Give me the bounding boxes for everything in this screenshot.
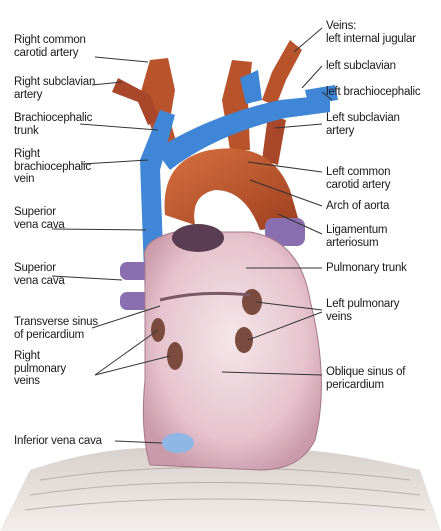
label-right-pulmonary-veins: Right pulmonary veins	[14, 350, 66, 388]
label-transverse-sinus-of-pericardium: Transverse sinus of pericardium	[14, 316, 98, 341]
label-superior-vena-cava-upper: Superior vena cava	[14, 206, 65, 231]
label-left-pulmonary-veins: Left pulmonary veins	[326, 298, 399, 323]
label-left-common-carotid-artery: Left common carotid artery	[326, 166, 390, 191]
label-right-brachiocephalic-vein: Right brachiocephalic vein	[14, 148, 91, 186]
arch-of-aorta-shape	[165, 148, 300, 230]
label-inferior-vena-cava: Inferior vena cava	[14, 435, 102, 448]
label-left-brachiocephalic-vein: left brachiocephalic	[326, 86, 420, 99]
label-left-subclavian-artery: Left subclavian artery	[326, 112, 400, 137]
label-right-subclavian-artery: Right subclavian artery	[14, 76, 95, 101]
label-left-internal-jugular-vein: Veins: left internal jugular	[326, 20, 416, 45]
label-oblique-sinus-of-pericardium: Oblique sinus of pericardium	[326, 366, 405, 391]
label-right-common-carotid-artery: Right common carotid artery	[14, 34, 86, 59]
label-pulmonary-trunk: Pulmonary trunk	[326, 262, 407, 275]
label-ligamentum-arteriosum: Ligamentum arteriosum	[326, 224, 387, 249]
label-left-subclavian-vein: left subclavian	[326, 60, 396, 73]
label-brachiocephalic-trunk: Brachiocephalic trunk	[14, 112, 92, 137]
label-superior-vena-cava-lower: Superior vena cava	[14, 262, 65, 287]
label-arch-of-aorta: Arch of aorta	[326, 200, 389, 213]
